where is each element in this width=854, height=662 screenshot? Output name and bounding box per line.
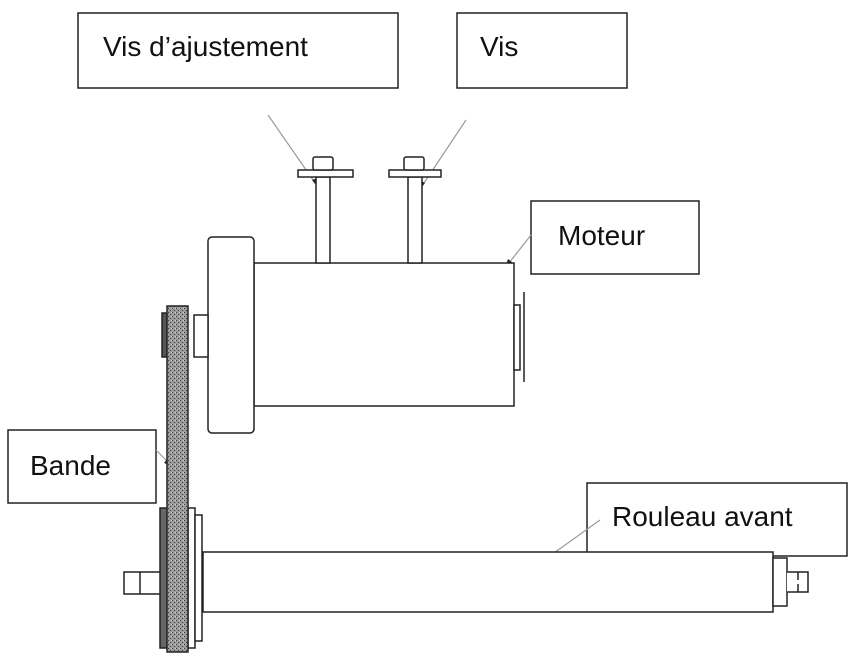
roller-body: [202, 551, 774, 613]
motor-label-box: Moteur: [530, 200, 700, 275]
screw-leader: [417, 119, 467, 193]
roller-left-shaft: [123, 571, 160, 595]
roller-pulley-ring-1: [187, 507, 196, 649]
adjust-screw-label: Vis d’ajustement: [103, 31, 308, 62]
adjust-screw-head: [312, 156, 334, 171]
front-roller-label: Rouleau avant: [612, 501, 793, 532]
front-roller: [123, 551, 809, 613]
motor-body: [253, 262, 515, 407]
belt-label: Bande: [30, 450, 111, 481]
screw-label: Vis: [480, 31, 518, 62]
roller-pulley-ring-2: [194, 514, 203, 642]
motor-flange: [207, 236, 255, 434]
adjust-screw-washer: [297, 169, 354, 178]
belt-label-box: Bande: [7, 429, 157, 504]
screw-label-box: Vis: [456, 12, 628, 89]
adjust-screw-shaft: [315, 176, 331, 264]
screw-head: [403, 156, 425, 171]
front-roller-label-box: Rouleau avant: [586, 482, 848, 557]
motor: [193, 236, 525, 434]
motor-shaft: [193, 314, 209, 358]
screw-washer: [388, 169, 442, 178]
screw-shaft: [407, 176, 423, 264]
motor-label: Moteur: [558, 220, 645, 251]
belt: [166, 305, 189, 653]
screws: [297, 156, 442, 264]
motor-end-cap: [513, 304, 521, 371]
adjust-screw-label-box: Vis d’ajustement: [77, 12, 399, 89]
adjust-screw-leader: [267, 114, 321, 191]
roller-right-collar: [772, 557, 788, 607]
